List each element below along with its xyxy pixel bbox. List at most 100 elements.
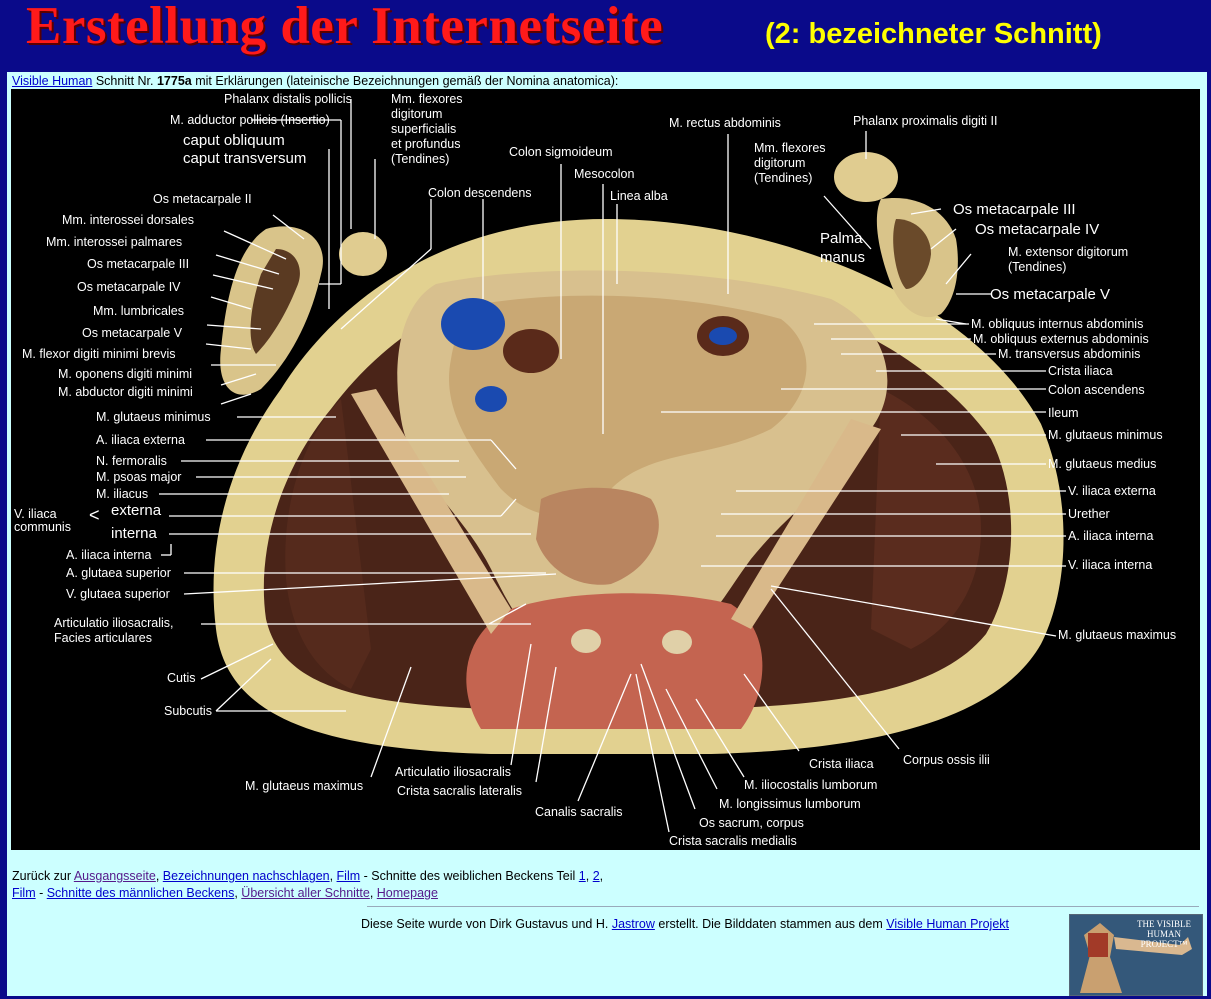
label-n-fermoralis: N. fermoralis (96, 454, 167, 468)
intro-text-1: Schnitt Nr. (92, 74, 157, 88)
label-extensor-digitorum-2: (Tendines) (1008, 260, 1067, 274)
label-crista-iliaca-right: Crista iliaca (1048, 364, 1113, 378)
logo-line-3: PROJECT™ (1140, 939, 1188, 949)
jastrow-link[interactable]: Jastrow (611, 917, 655, 931)
navigation-links: Zurück zur Ausgangsseite, Bezeichnungen … (12, 868, 603, 902)
footer-credits: Diese Seite wurde von Dirk Gustavus und … (361, 917, 1009, 931)
nav-comma: , (234, 886, 242, 900)
uebersicht-link[interactable]: Übersicht aller Schnitte (241, 886, 370, 900)
label-palma: Palma (820, 230, 863, 247)
label-v-iliaca-communis-1: V. iliaca (14, 507, 57, 521)
film-link-weiblich[interactable]: Film (336, 869, 361, 883)
homepage-link[interactable]: Homepage (376, 886, 438, 900)
colon-lumen-1 (441, 298, 505, 350)
label-a-iliaca-externa: A. iliaca externa (96, 433, 185, 447)
slide-title-bar: Erstellung der Internetseite (2: bezeich… (0, 0, 1211, 70)
label-mm-flexores-2: digitorum (391, 107, 443, 121)
label-mm-flexores-3: superficialis (391, 122, 457, 136)
cross-section-drawing (159, 99, 1066, 833)
browser-page: Visible Human Schnitt Nr. 1775a mit Erkl… (7, 72, 1207, 996)
label-caput-obliquum: caput obliquum (183, 132, 285, 149)
label-interna: interna (111, 525, 157, 542)
label-v-glutaea-superior: V. glutaea superior (66, 587, 170, 601)
intro-text-2: mit Erklärungen (lateinische Bezeichnung… (191, 74, 619, 88)
label-a-glutaea-superior: A. glutaea superior (66, 566, 171, 580)
brace-icon: < (89, 505, 100, 525)
finger-right (834, 152, 898, 202)
maennliches-becken-link[interactable]: Schnitte des männlichen Beckens (46, 886, 235, 900)
footer-text: erstellt. Die Bilddaten stammen aus dem (654, 917, 887, 931)
label-os-sacrum-corpus: Os sacrum, corpus (699, 816, 804, 830)
label-phalanx-proximalis: Phalanx proximalis digiti II (853, 114, 998, 128)
label-subcutis: Subcutis (164, 704, 212, 718)
label-colon-sigmoideum: Colon sigmoideum (509, 145, 613, 159)
label-transversus-abdominis: M. transversus abdominis (998, 347, 1141, 361)
label-m-iliacus: M. iliacus (96, 487, 149, 501)
label-crista-iliaca-bottom: Crista iliaca (809, 757, 874, 771)
label-externa: externa (111, 502, 162, 519)
label-os-metacarpale-iii-right: Os metacarpale III (953, 201, 1076, 218)
label-glutaeus-medius: M. glutaeus medius (1048, 457, 1157, 471)
label-mm-flexores-1: Mm. flexores (391, 92, 463, 106)
rectus-left (503, 329, 559, 373)
label-ileum: Ileum (1048, 406, 1079, 420)
visible-human-link[interactable]: Visible Human (12, 74, 93, 88)
nav-text: Zurück zur (12, 869, 74, 883)
label-obliquus-externus: M. obliquus externus abdominis (973, 332, 1149, 346)
label-v-iliaca-interna-right: V. iliaca interna (1068, 558, 1153, 572)
nav-comma: , (369, 886, 377, 900)
colon-lumen-2 (475, 386, 507, 412)
sacral-foramen (662, 630, 692, 654)
label-abductor-digiti-minimi: M. abductor digiti minimi (58, 385, 193, 399)
nav-text: - Schnitte des weiblichen Beckens Teil (360, 869, 579, 883)
colon-ascendens-inner (709, 327, 737, 345)
hand-left-inner (250, 249, 300, 354)
label-mm-flexores-5: (Tendines) (391, 152, 450, 166)
visible-human-project-logo[interactable]: THE VISIBLE HUMAN PROJECT™ (1069, 914, 1203, 996)
label-flexores-right-3: (Tendines) (754, 171, 813, 185)
label-articulatio-2: Facies articulares (54, 631, 152, 645)
nav-comma: , (585, 869, 593, 883)
visible-human-projekt-link[interactable]: Visible Human Projekt (886, 917, 1009, 931)
label-mm-interossei-dorsales: Mm. interossei dorsales (62, 213, 194, 227)
logo-line-2: HUMAN (1146, 929, 1181, 939)
label-linea-alba: Linea alba (610, 189, 668, 203)
glutaeus-medius-region (871, 389, 981, 649)
label-m-adductor-pollicis-insertio: M. adductor pollicis (Insertio) (170, 113, 330, 127)
label-articulatio-1: Articulatio iliosacralis, (54, 616, 174, 630)
section-number: 1775a (156, 74, 192, 88)
label-a-iliaca-interna-left: A. iliaca interna (66, 548, 152, 562)
sacral-canal (571, 629, 601, 653)
label-glutaeus-minimus-left: M. glutaeus minimus (96, 410, 211, 424)
label-os-metacarpale-ii: Os metacarpale II (153, 192, 252, 206)
figure-icon (1070, 915, 1202, 995)
label-urether: Urether (1068, 507, 1110, 521)
label-obliquus-internus: M. obliquus internus abdominis (971, 317, 1144, 331)
label-glutaeus-maximus-left: M. glutaeus maximus (245, 779, 364, 793)
bezeichnungen-link[interactable]: Bezeichnungen nachschlagen (162, 869, 330, 883)
label-v-iliaca-externa-right: V. iliaca externa (1068, 484, 1156, 498)
label-extensor-digitorum-1: M. extensor digitorum (1008, 245, 1129, 259)
label-colon-descendens: Colon descendens (428, 186, 532, 200)
sacrum-muscles (466, 593, 763, 729)
label-flexor-digiti-minimi: M. flexor digiti minimi brevis (22, 347, 176, 361)
label-m-rectus-abdominis: M. rectus abdominis (669, 116, 781, 130)
slide-subtitle: (2: bezeichneter Schnitt) (765, 18, 1102, 50)
label-a-iliaca-interna-right: A. iliaca interna (1068, 529, 1154, 543)
film-link-maennlich[interactable]: Film (12, 886, 36, 900)
label-manus: manus (820, 249, 866, 266)
teil-2-link[interactable]: 2 (592, 869, 600, 883)
anatomy-section-image: Phalanx distalis pollicis M. adductor po… (11, 89, 1200, 850)
label-crista-sacralis-medialis: Crista sacralis medialis (669, 834, 797, 848)
label-mesocolon: Mesocolon (574, 167, 635, 181)
label-caput-transversum: caput transversum (183, 150, 307, 167)
label-cutis: Cutis (167, 671, 196, 685)
label-glutaeus-maximus-right: M. glutaeus maximus (1058, 628, 1177, 642)
label-os-metacarpale-iv-left: Os metacarpale IV (77, 280, 181, 294)
label-glutaeus-minimus-right: M. glutaeus minimus (1048, 428, 1163, 442)
ausgangsseite-link[interactable]: Ausgangsseite (73, 869, 156, 883)
nav-comma: , (599, 869, 604, 883)
label-longissimus-lumborum: M. longissimus lumborum (719, 797, 861, 811)
teil-1-link[interactable]: 1 (578, 869, 586, 883)
label-psoas-major: M. psoas major (96, 470, 182, 484)
